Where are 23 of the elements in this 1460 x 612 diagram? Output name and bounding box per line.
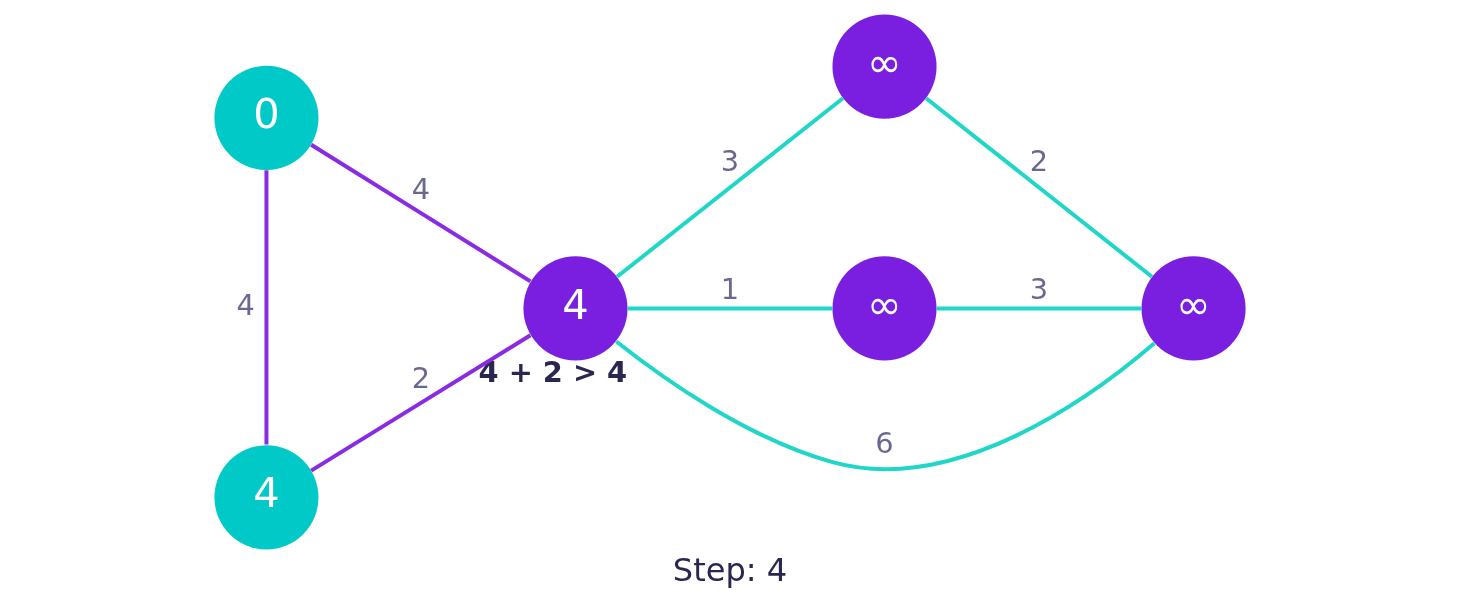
caption: Step: 4: [672, 551, 788, 590]
connector: [627, 306, 833, 311]
edge-label: 2: [411, 360, 431, 395]
node-circle: 4: [523, 256, 628, 361]
connector: [936, 306, 1142, 311]
edge-label: 3: [1029, 272, 1049, 307]
edge-label: 1: [720, 272, 740, 307]
node-circle: 0: [214, 65, 319, 170]
connector: [264, 170, 269, 445]
connector: [615, 96, 845, 279]
connector: [310, 333, 532, 473]
edge-label: 4: [236, 287, 255, 322]
edge-label: 2: [1029, 144, 1049, 179]
connector: [615, 339, 1156, 471]
edge-label: 6: [875, 426, 894, 461]
node-circle: ∞: [832, 14, 937, 119]
node-circle: ∞: [1141, 256, 1246, 361]
edge-label: 4: [411, 171, 431, 206]
connector: [924, 96, 1154, 279]
connector: [310, 143, 532, 284]
node-circle: 4: [214, 445, 319, 550]
edge-label: 3: [720, 144, 740, 179]
node-circle: ∞: [832, 256, 937, 361]
